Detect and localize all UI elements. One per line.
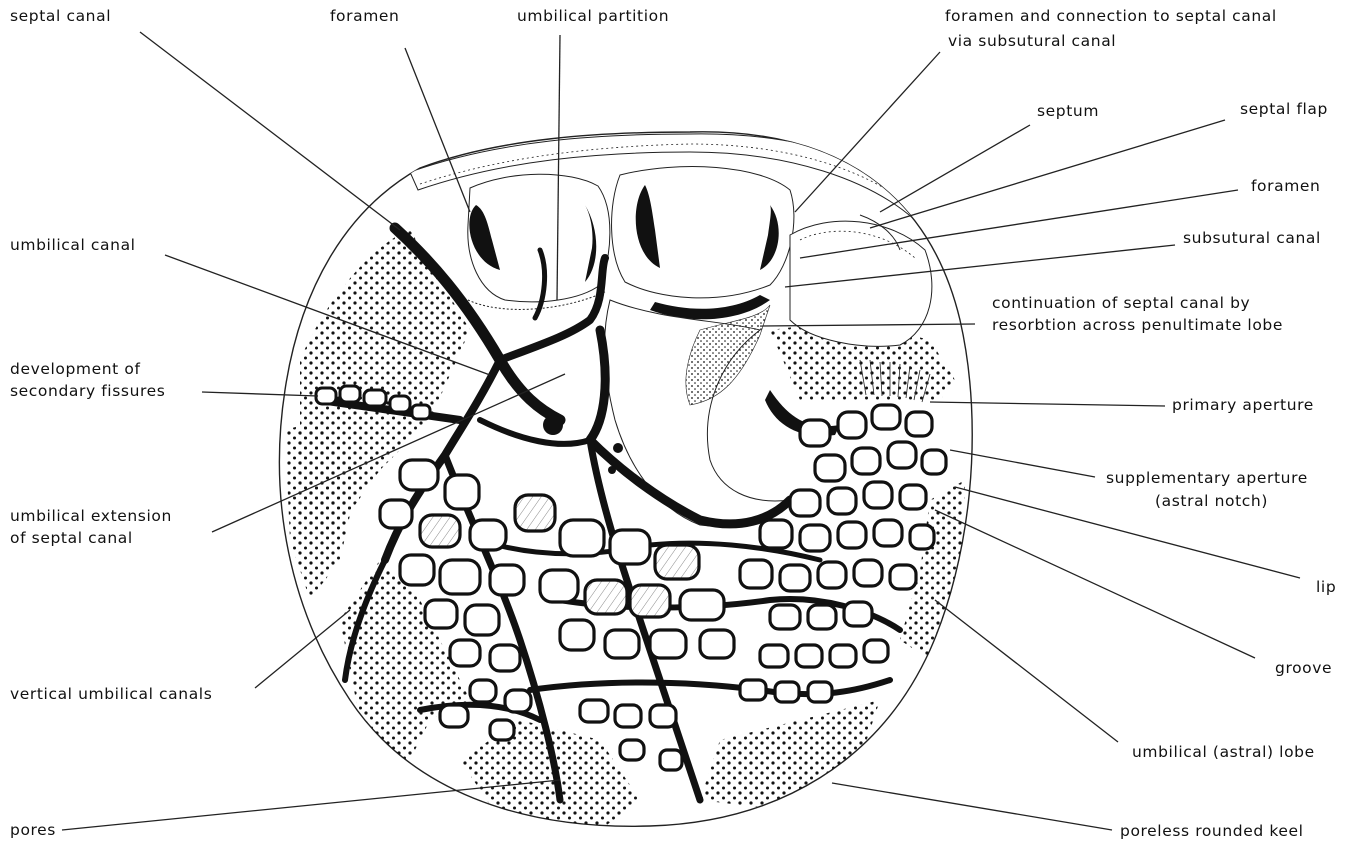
label-continuation-2: resorbtion across penultimate lobe — [992, 314, 1283, 336]
label-lip: lip — [1316, 576, 1336, 598]
label-primary-aperture: primary aperture — [1172, 394, 1314, 416]
label-vertical-umbilical-canals: vertical umbilical canals — [10, 683, 212, 705]
label-continuation-1: continuation of septal canal by — [992, 292, 1250, 314]
label-foramen-connection-1: foramen and connection to septal canal — [945, 5, 1277, 27]
label-groove: groove — [1275, 657, 1332, 679]
label-supplementary-2: (astral notch) — [1155, 490, 1268, 512]
leader-septal-canal — [140, 32, 400, 230]
leader-septum — [880, 125, 1030, 212]
label-umbilical-astral-lobe: umbilical (astral) lobe — [1132, 741, 1315, 763]
chamber-left — [468, 174, 610, 309]
label-development-2: secondary fissures — [10, 380, 165, 402]
label-foramen-connection-2: via subsutural canal — [948, 30, 1116, 52]
label-umbilical-extension-1: umbilical extension — [10, 505, 172, 527]
leader-septal-flap — [870, 120, 1225, 228]
label-septal-canal: septal canal — [10, 5, 111, 27]
label-septal-flap: septal flap — [1240, 98, 1328, 120]
label-umbilical-canal: umbilical canal — [10, 234, 136, 256]
label-umbilical-extension-2: of septal canal — [10, 527, 133, 549]
label-poreless-keel: poreless rounded keel — [1120, 820, 1304, 842]
leader-poreless-keel — [832, 783, 1112, 830]
label-foramen-right: foramen — [1251, 175, 1320, 197]
leader-groove — [935, 510, 1255, 658]
label-pores: pores — [10, 819, 56, 841]
label-development-1: development of — [10, 358, 141, 380]
label-foramen-top: foramen — [330, 5, 399, 27]
label-supplementary-1: supplementary aperture — [1106, 467, 1308, 489]
leader-pores — [62, 780, 560, 830]
label-umbilical-partition: umbilical partition — [517, 5, 669, 27]
label-septum: septum — [1037, 100, 1099, 122]
leader-umbilical-astral-lobe — [935, 600, 1118, 742]
label-subsutural-canal: subsutural canal — [1183, 227, 1321, 249]
